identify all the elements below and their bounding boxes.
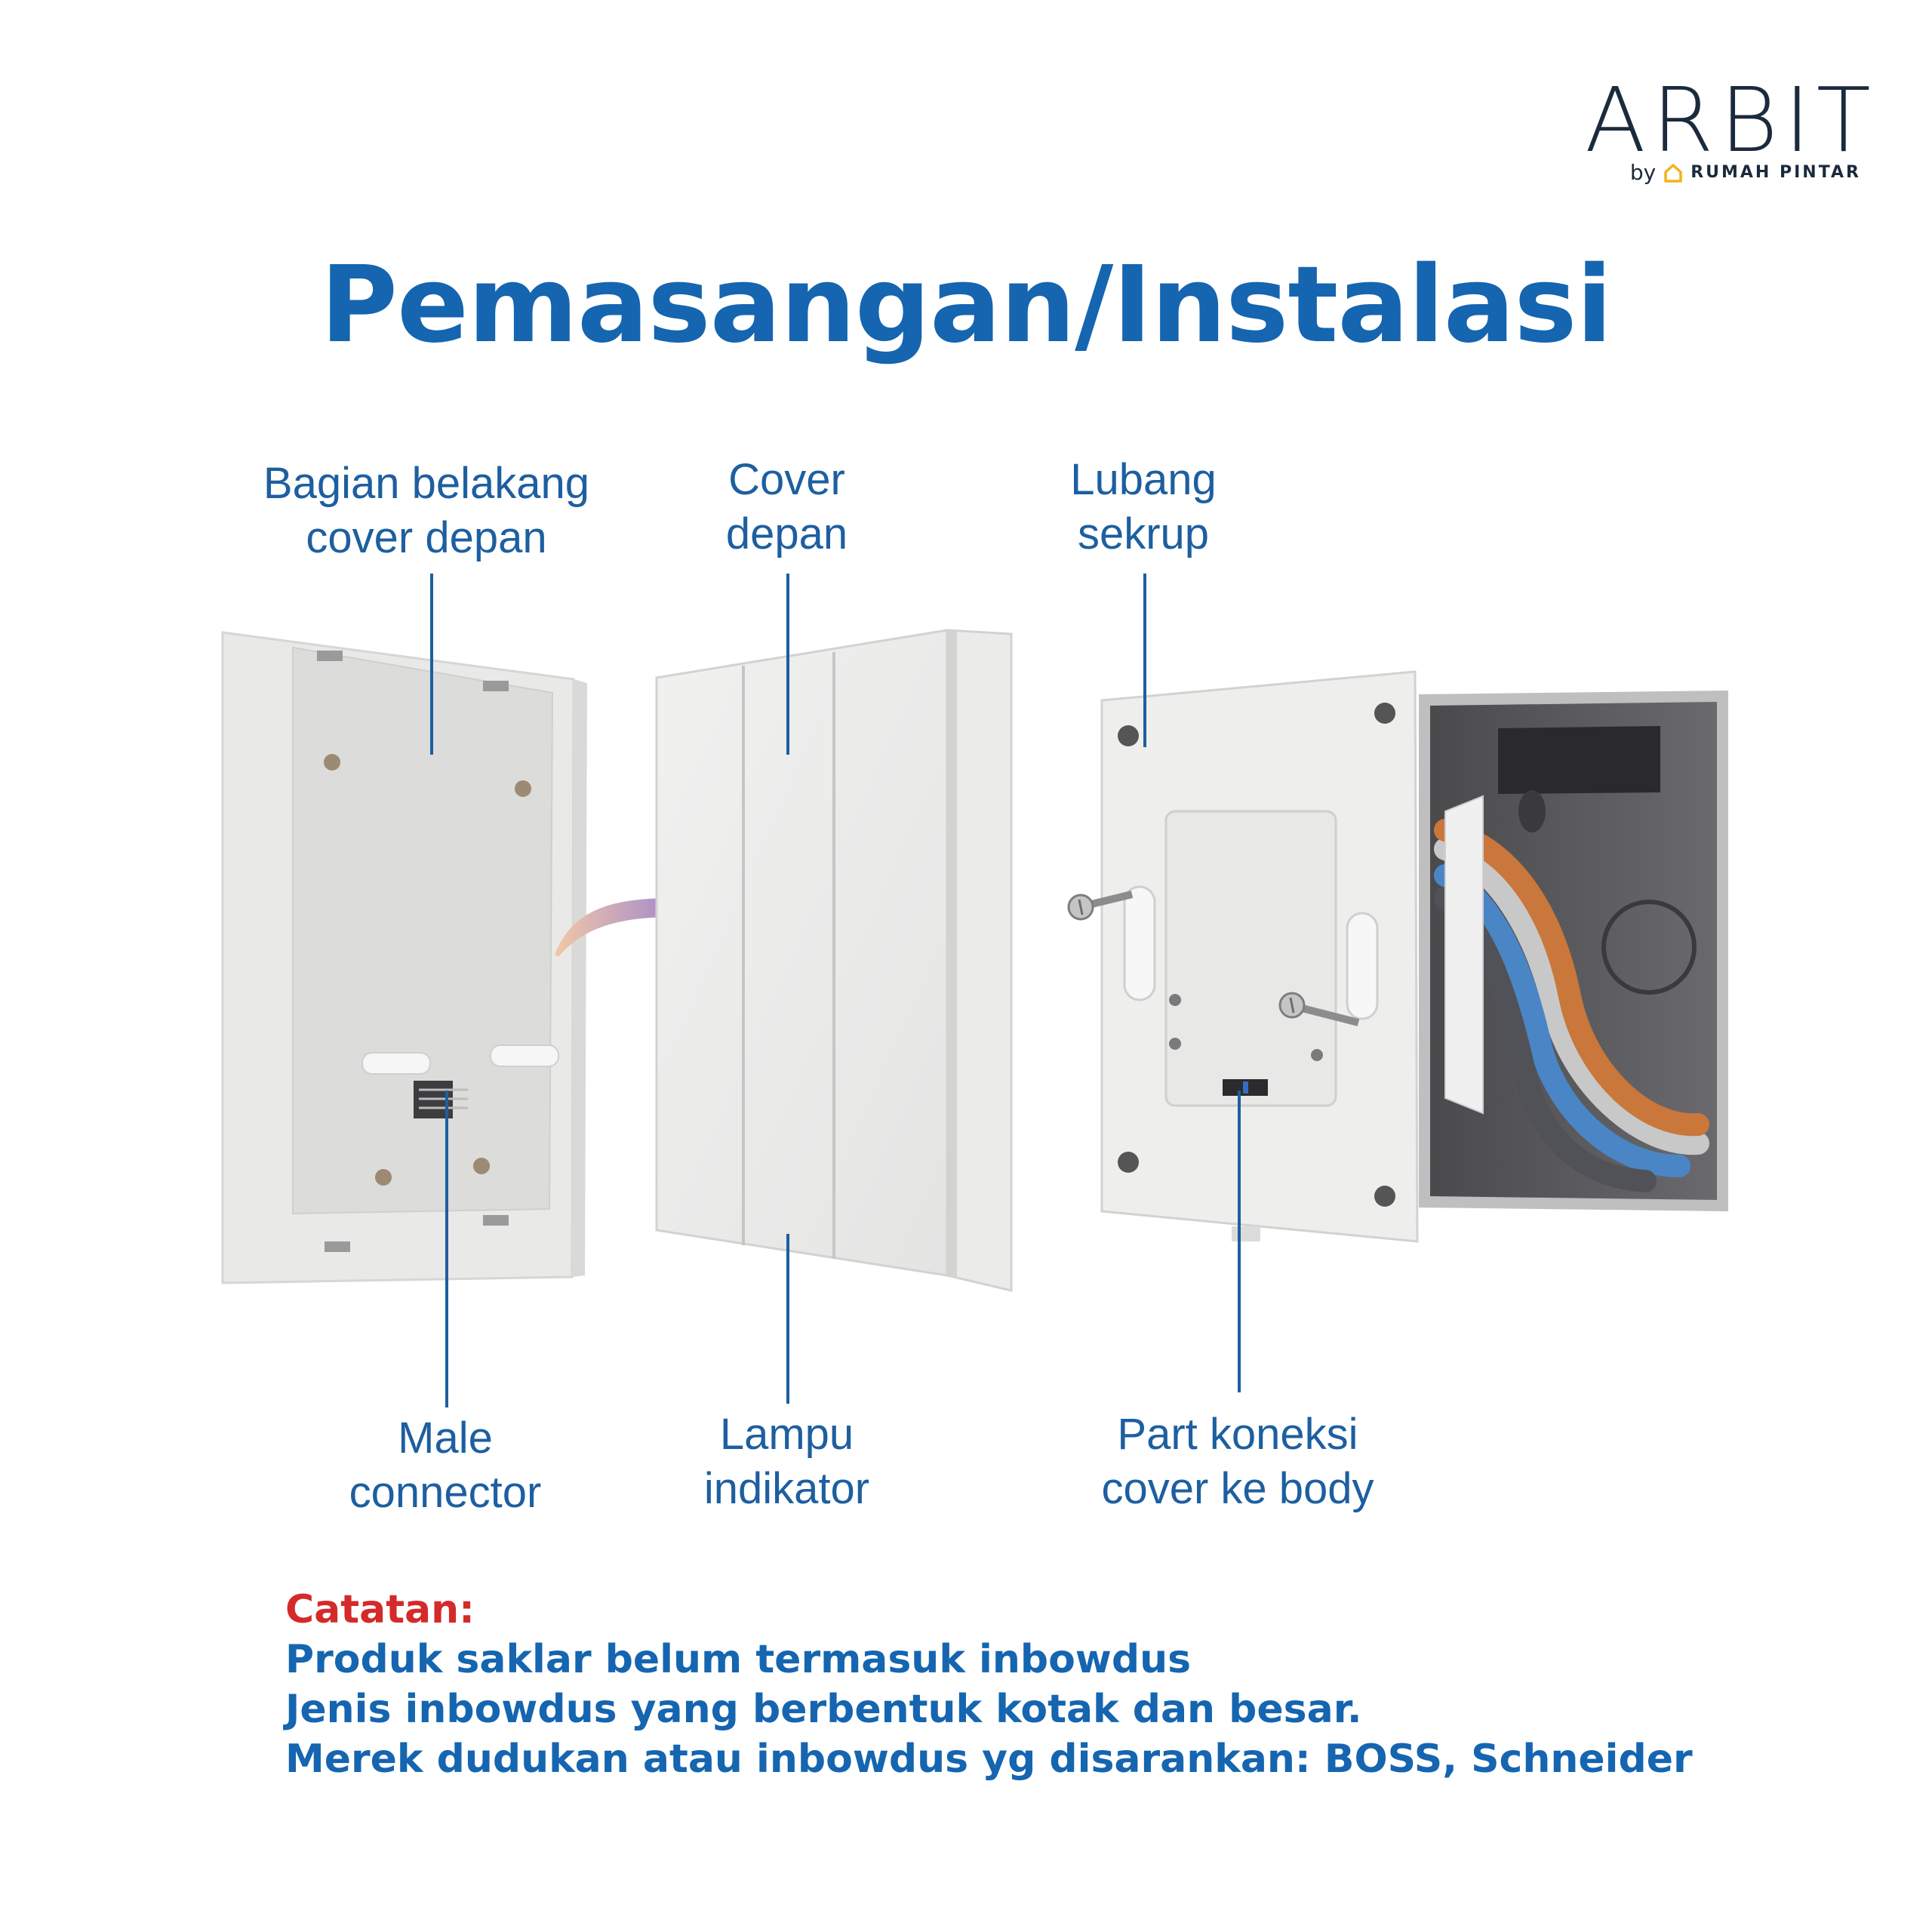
label-connection-part: Part koneksi cover ke body [1057, 1407, 1419, 1516]
logo-by: by [1629, 160, 1657, 185]
leader-line-connection-part [1238, 1091, 1241, 1392]
label-front-cover: Cover depan [664, 453, 909, 561]
label-screw-hole: Lubang sekrup [1026, 453, 1260, 561]
clip [483, 1215, 509, 1226]
house-icon [1664, 163, 1682, 183]
notes-heading: Catatan: [285, 1587, 475, 1632]
label-line: connector [349, 1468, 542, 1517]
clip [317, 651, 343, 661]
label-male-connector: Male connector [317, 1411, 574, 1520]
front-cover-panel [655, 629, 1013, 1292]
label-line: Part koneksi [1117, 1410, 1358, 1459]
screw-icon [375, 1169, 392, 1186]
leader-line-screw-hole [1143, 574, 1146, 747]
note-line: Produk saklar belum termasuk inbowdus [285, 1637, 1192, 1682]
label-back-cover: Bagian belakang cover depan [226, 457, 626, 565]
screw-hole-icon [1118, 1152, 1139, 1173]
screw-icon [1278, 992, 1360, 1026]
label-indicator-lamp: Lampu indikator [664, 1407, 909, 1516]
label-line: Lubang [1070, 455, 1217, 504]
logo-brand: RUMAH PINTAR [1690, 163, 1861, 182]
leader-line-front-cover [786, 574, 789, 755]
leader-line-male-connector [445, 1091, 448, 1407]
label-line: cover ke body [1101, 1464, 1374, 1513]
label-line: Lampu [719, 1410, 854, 1459]
label-line: Bagian belakang [263, 459, 590, 508]
screw-icon [515, 780, 531, 797]
label-line: Cover [728, 455, 845, 504]
label-line: indikator [703, 1464, 870, 1513]
arbit-logo: ARBIT by RUMAH PINTAR [1585, 75, 1872, 189]
note-line: Jenis inbowdus yang berbentuk kotak dan … [285, 1687, 1362, 1732]
clip [325, 1241, 350, 1252]
leader-line-back-cover [430, 574, 433, 755]
screw-hole-icon [1374, 703, 1395, 724]
logo-subline: by RUMAH PINTAR [1630, 160, 1861, 185]
screw-hole-icon [1374, 1186, 1395, 1207]
label-line: cover depan [306, 513, 547, 562]
back-cover-panel [221, 631, 587, 1284]
screw-hole-icon [1118, 725, 1139, 746]
mounting-plate [1100, 670, 1484, 1243]
clip [483, 681, 509, 691]
logo-wordmark: ARBIT [1585, 68, 1877, 172]
leader-line-indicator-lamp [786, 1234, 789, 1404]
screw-icon [1067, 891, 1134, 921]
label-line: sekrup [1077, 509, 1210, 558]
screw-icon [473, 1158, 490, 1174]
notes-block: Catatan: Produk saklar belum termasuk in… [285, 1585, 1719, 1784]
screw-icon [324, 754, 340, 771]
mounting-box [1419, 691, 1728, 1211]
label-line: depan [725, 509, 848, 558]
note-line: Merek dudukan atau inbowdus yg disaranka… [285, 1737, 1693, 1782]
label-line: Male [398, 1414, 493, 1463]
page-title: Pemasangan/Instalasi [320, 244, 1612, 367]
